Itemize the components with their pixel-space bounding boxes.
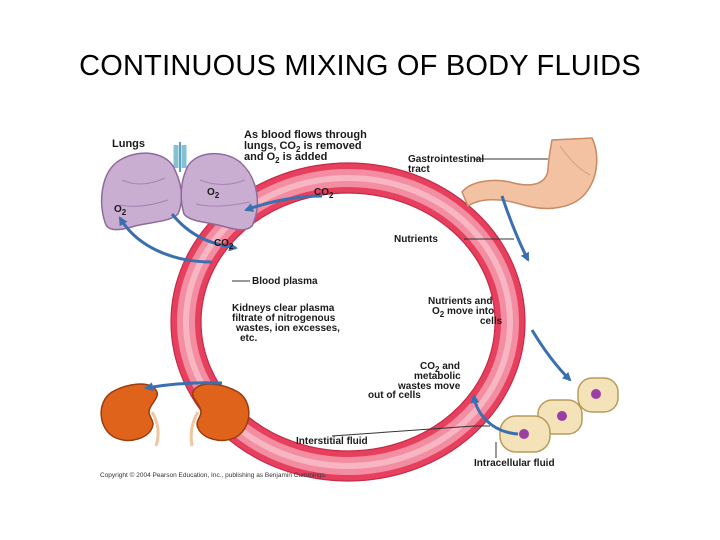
co2-top-label: CO2 — [314, 187, 334, 200]
nutrients-o2-caption: Nutrients and O2 move into cells — [428, 296, 503, 327]
exchange-arrows — [118, 194, 572, 436]
svg-text:CO2 and: CO2 and — [420, 361, 460, 374]
lungs-illustration — [100, 142, 259, 231]
waste-line1: CO — [420, 361, 435, 372]
gi-nutrients-arrow — [500, 195, 530, 262]
cells-illustration — [499, 377, 619, 453]
lung-flow-line3: and O — [244, 151, 276, 163]
kidney-line3: wastes, ion excesses, — [235, 323, 340, 334]
waste-line3: wastes move — [397, 381, 461, 392]
nut-o2-line1: Nutrients and — [428, 296, 492, 307]
o2-left-arrow — [118, 216, 213, 264]
co2-to-lungs-arrow — [244, 194, 323, 212]
intracellular-fluid-label: Intracellular fluid — [474, 458, 555, 469]
into-cells-arrow — [530, 329, 572, 382]
gi-tract-label-line2: tract — [408, 164, 430, 175]
kidneys-illustration — [100, 383, 250, 447]
interstitial-fluid-label: Interstitial fluid — [296, 436, 368, 447]
nut-o2-line3: cells — [480, 316, 503, 327]
lung-flow-line2: lungs, CO — [244, 140, 296, 152]
wastes-caption: CO2 and metabolic wastes move out of cel… — [368, 361, 461, 401]
svg-text:and O2 is added: and O2 is added — [244, 151, 327, 165]
o2-from-lungs-arrow — [170, 213, 238, 252]
waste-line4: out of cells — [368, 390, 421, 401]
copyright-notice: Copyright © 2004 Pearson Education, Inc.… — [100, 471, 327, 479]
lung-flow-line1: As blood flows through — [244, 129, 367, 141]
leader-lines — [232, 158, 548, 458]
nut-o2-line2: O — [432, 306, 440, 317]
gi-tract-label-line1: Gastrointestinal — [408, 154, 484, 165]
waste-line2: metabolic — [414, 371, 461, 382]
slide-title: CONTINUOUS MIXING OF BODY FLUIDS — [79, 50, 641, 82]
svg-text:lungs, CO2 is removed: lungs, CO2 is removed — [244, 140, 362, 154]
out-of-cells-arrow — [470, 394, 519, 436]
lung-flow-caption: As blood flows through lungs, CO2 is rem… — [244, 129, 367, 165]
stomach-illustration — [461, 137, 598, 210]
kidney-line1: Kidneys clear plasma — [232, 303, 335, 314]
nutrients-label: Nutrients — [394, 234, 438, 245]
o2-left-label: O2 — [114, 204, 127, 217]
kidney-line2: filtrate of nitrogenous — [232, 313, 336, 324]
blood-plasma-label: Blood plasma — [252, 276, 318, 287]
lungs-label: Lungs — [112, 138, 145, 150]
kidney-line4: etc. — [240, 333, 257, 344]
blood-plasma-ring — [170, 162, 526, 482]
kidney-arrow — [144, 381, 223, 392]
svg-text:O2 move into: O2 move into — [432, 306, 494, 319]
o2-right-label: O2 — [207, 187, 220, 200]
kidney-caption: Kidneys clear plasma filtrate of nitroge… — [232, 303, 340, 344]
co2-lower-label: CO2 — [214, 238, 234, 251]
